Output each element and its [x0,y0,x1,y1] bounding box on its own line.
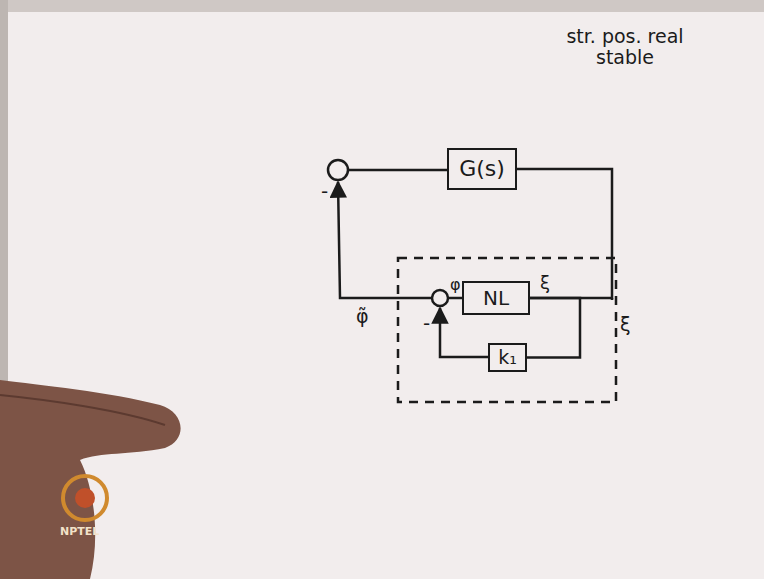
annotation-note: str. pos. real stable [555,26,695,68]
transfer-function-box: G(s) [447,148,517,190]
signal-name: ξ [620,314,631,335]
signal-wire [448,297,462,300]
connector [527,298,580,358]
signal-name: ξ [540,273,550,293]
signal-name: φ [450,276,461,294]
logo-ring [63,476,107,520]
hand [0,380,181,579]
feedback-wire [440,308,488,357]
gain-box: k₁ [488,343,527,372]
box-label: NL [483,288,509,308]
nonlinearity-box: NL [462,281,530,315]
summing-junction [432,290,448,306]
signal-name: φ̃ [356,306,369,327]
connector [517,169,612,298]
watermark: NPTEL [60,526,99,538]
summing-junction [328,160,348,180]
dashed-boundary [398,258,616,402]
box-label: k₁ [498,348,517,367]
logo-core [75,488,95,508]
signal-wire [348,169,447,172]
paper-edge [0,0,764,12]
minus-sign: - [423,312,430,334]
feedback-wire [338,182,432,298]
minus-sign: - [321,180,328,202]
box-label: G(s) [459,158,505,180]
hand-crease [0,395,165,425]
